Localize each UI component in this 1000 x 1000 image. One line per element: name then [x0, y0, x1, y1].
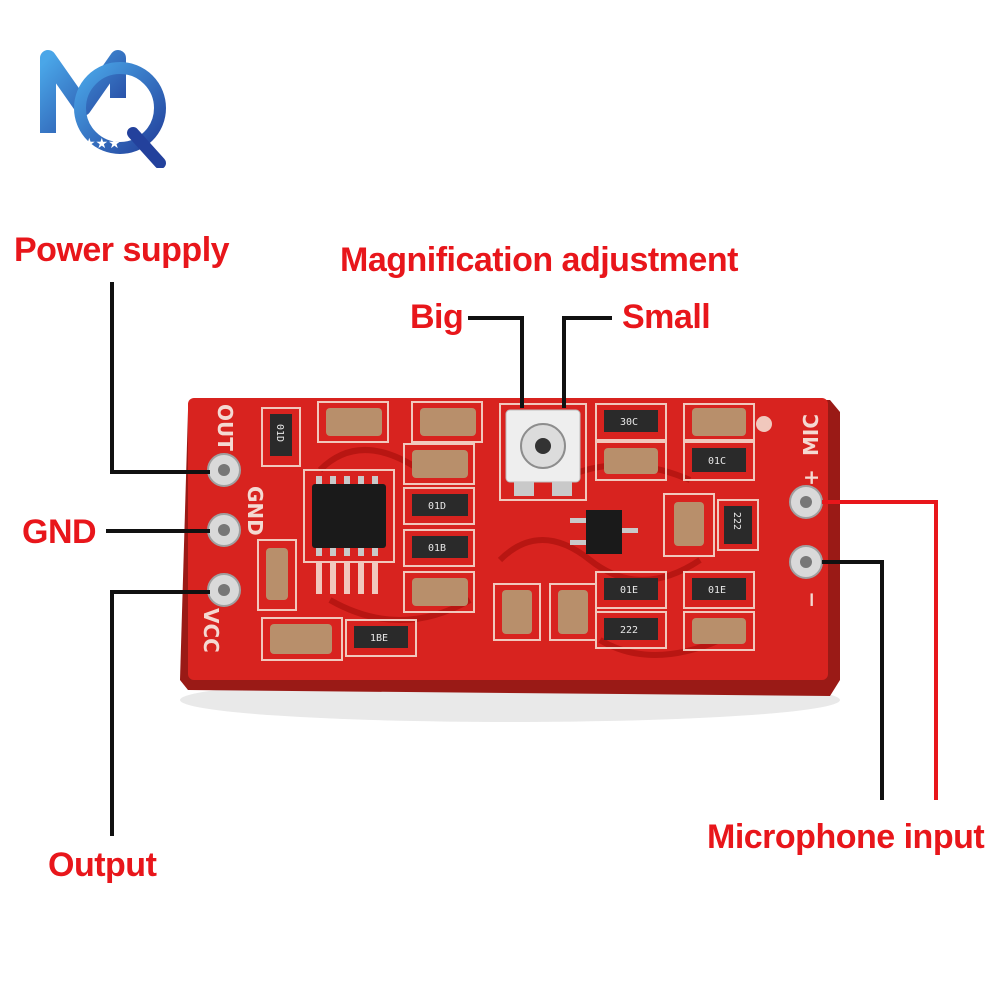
components: [257, 401, 759, 661]
mic-plus-leader: [822, 500, 938, 800]
leader-lines: [106, 282, 884, 836]
code-1be: 1BE: [370, 633, 388, 644]
code-01e-b: 01E: [708, 585, 726, 596]
code-01d-a: 01D: [274, 424, 285, 442]
silk-mic-minus: −: [799, 591, 823, 608]
code-01b: 01B: [428, 543, 446, 554]
silk-gnd: GND: [243, 486, 267, 536]
magnification-label: Magnification adjustment: [340, 241, 738, 279]
code-222-b: 222: [620, 625, 638, 636]
output-label: Output: [48, 846, 157, 884]
component-codes: 01D 01D 01B 1BE 30C 01C 222 01E 01E 222: [274, 417, 742, 644]
code-30c: 30C: [620, 417, 638, 428]
code-01e-a: 01E: [620, 585, 638, 596]
gnd-label: GND: [22, 513, 97, 551]
amplifier-chip: [303, 469, 395, 594]
microphone-input-label: Microphone input: [707, 818, 985, 856]
silk-vcc: VCC: [199, 608, 223, 653]
potentiometer: [499, 403, 587, 501]
solder-pads-right: [756, 416, 823, 579]
code-222-a: 222: [731, 512, 742, 530]
silk-out: OUT: [213, 404, 237, 451]
brand-logo: ★★★: [40, 50, 166, 168]
silk-mic-plus: +: [799, 469, 823, 486]
big-label: Big: [410, 298, 464, 336]
code-01d-b: 01D: [428, 501, 446, 512]
small-label: Small: [622, 298, 711, 336]
svg-text:★★★: ★★★: [83, 136, 121, 152]
power-supply-label: Power supply: [14, 231, 230, 269]
solder-pads-left: [207, 453, 241, 607]
silk-mic: MIC: [799, 414, 823, 456]
transistor: [570, 510, 638, 554]
code-01c: 01C: [708, 456, 726, 467]
